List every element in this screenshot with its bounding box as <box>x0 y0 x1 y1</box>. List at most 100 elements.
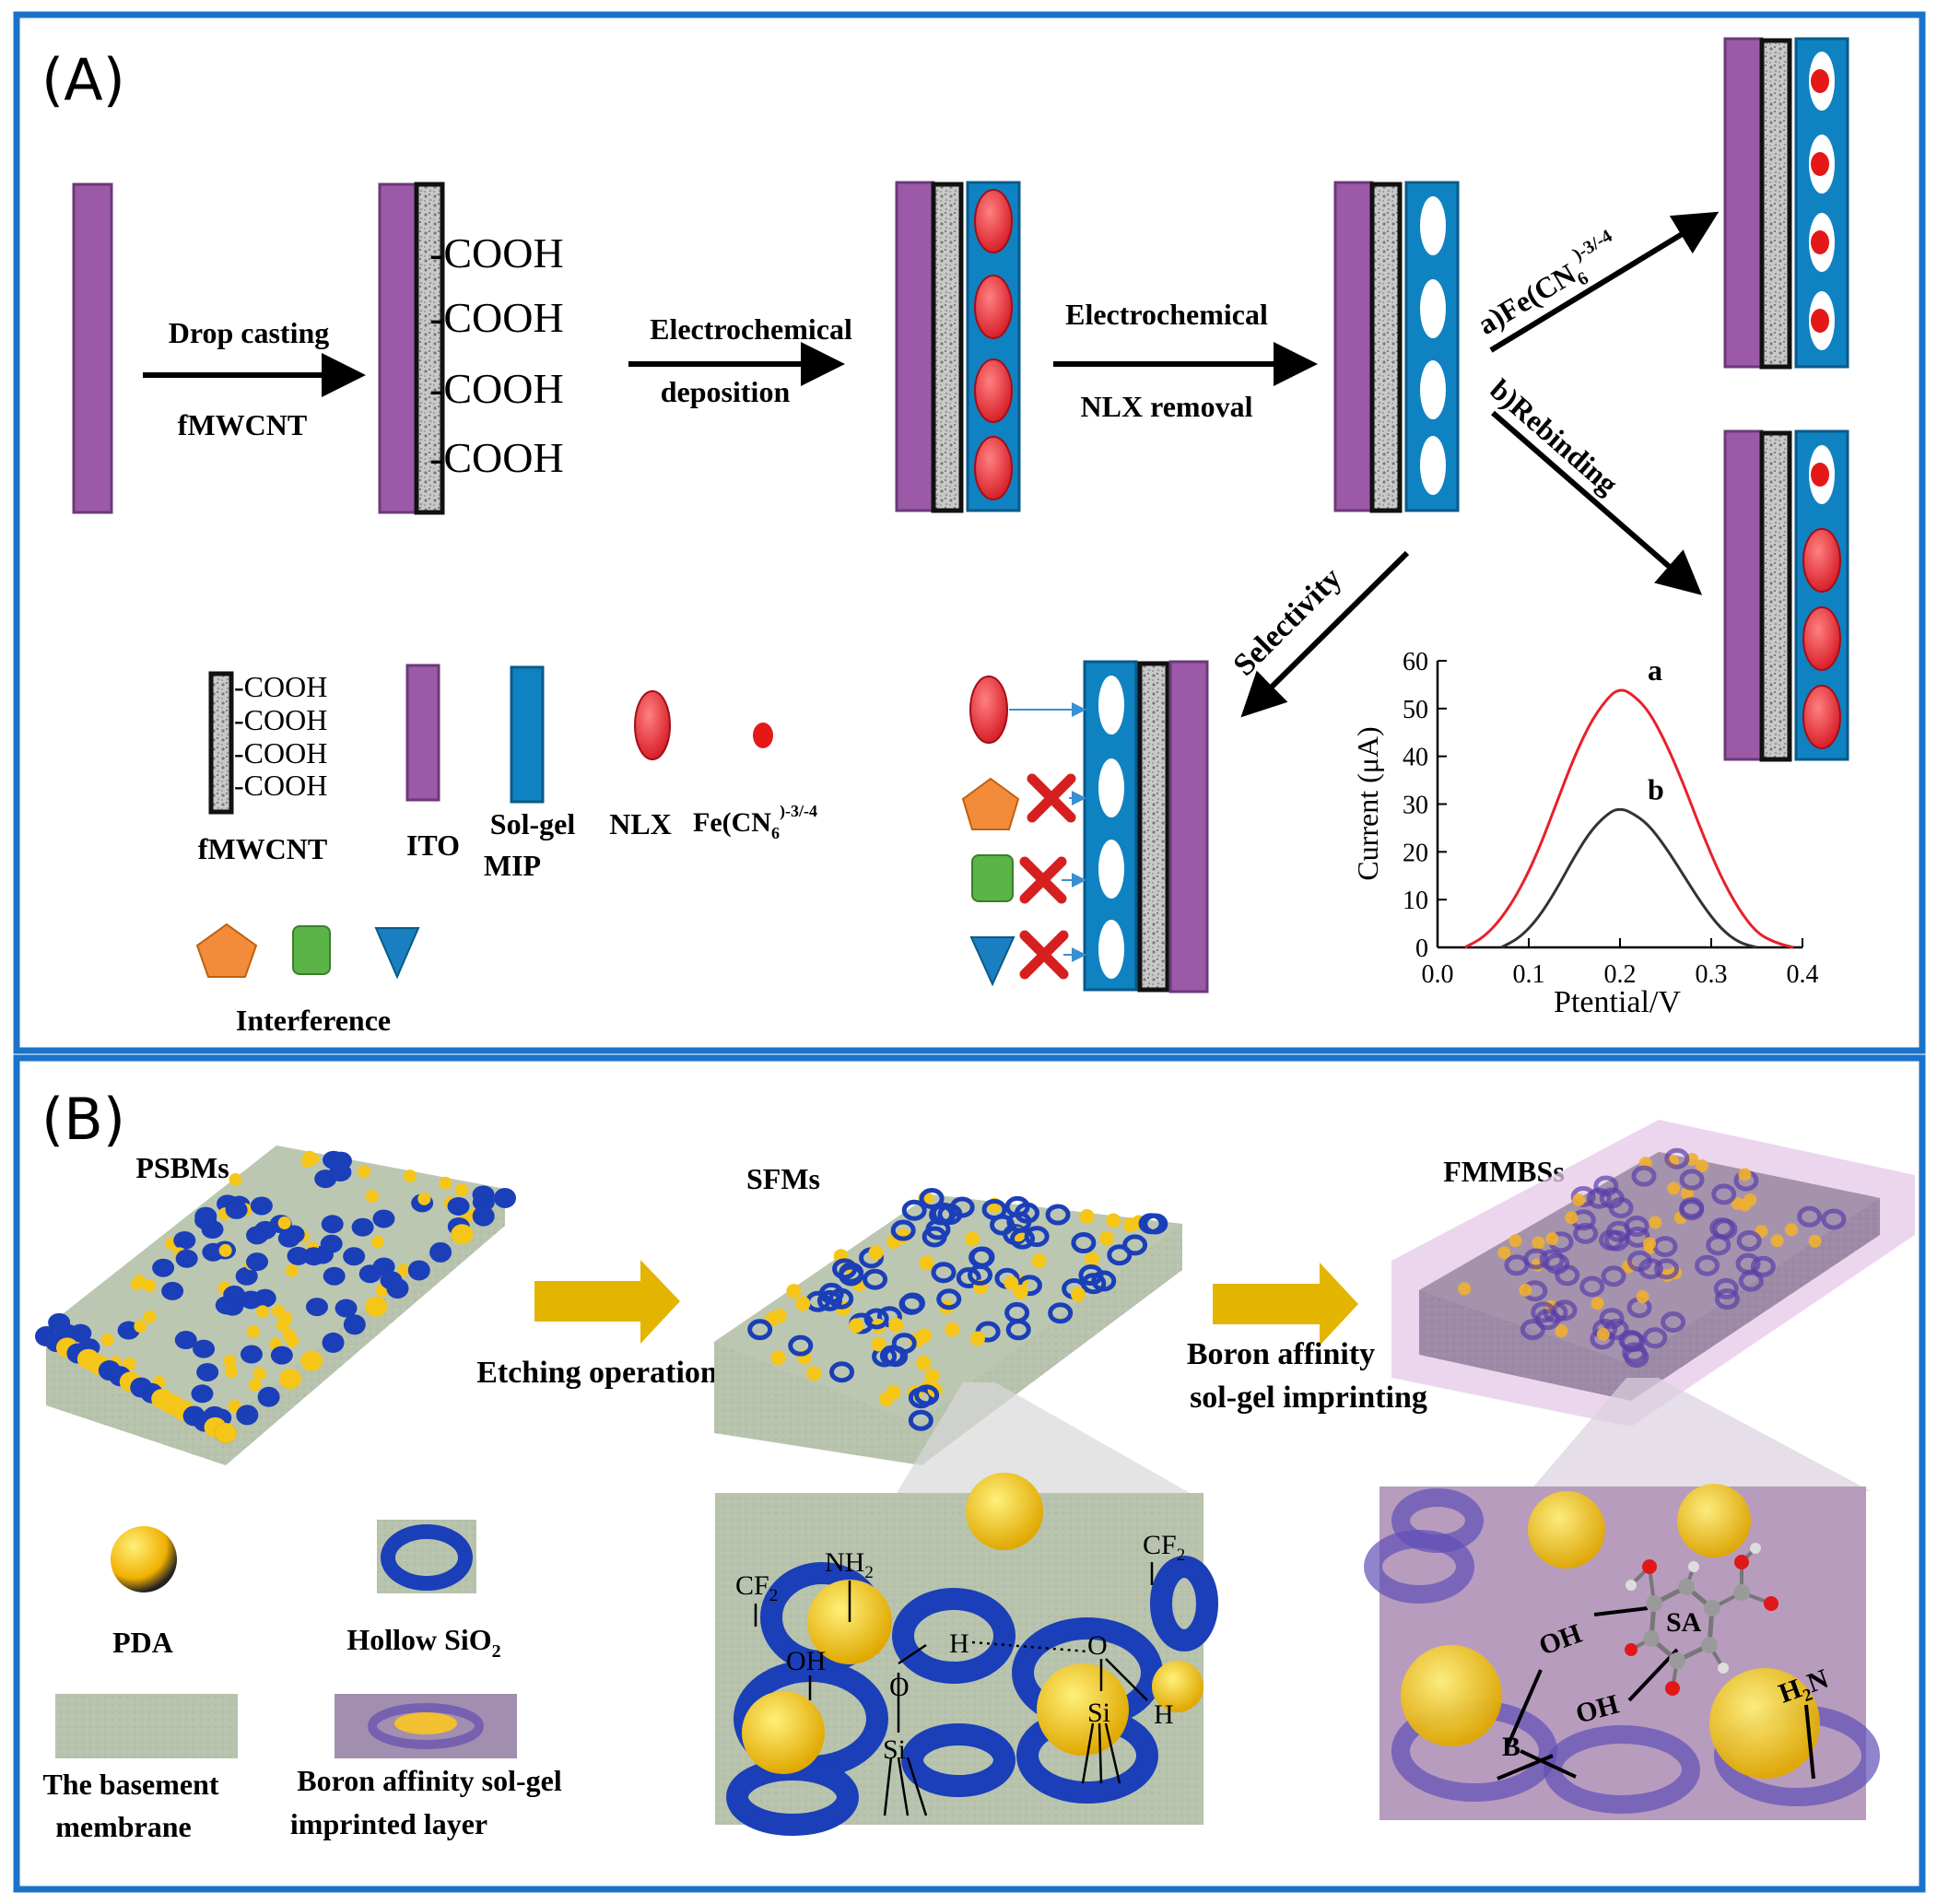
sio2-particle <box>250 1196 273 1216</box>
sfms-label: SFMs <box>746 1162 820 1195</box>
legend-hollow-swatch <box>377 1520 476 1593</box>
pda-particle <box>1532 1236 1545 1250</box>
etching-arrow-icon <box>534 1260 680 1344</box>
pda-particle <box>277 1216 291 1229</box>
legend-basement-label-1: The basement <box>42 1768 218 1801</box>
triangle-interferent <box>969 936 1015 987</box>
cavity-sel-2 <box>1098 758 1124 817</box>
arrow-branch-a <box>1489 211 1720 353</box>
pda-sphere <box>1152 1661 1203 1712</box>
sio2-particle <box>472 1193 495 1212</box>
cavity-sel-3 <box>1098 840 1124 899</box>
sio2-particle <box>277 1228 300 1248</box>
pda-particle <box>248 1378 262 1392</box>
imprinted-cavity <box>1661 1311 1686 1334</box>
cavity-2 <box>1420 279 1446 338</box>
hollow-sio2-particle <box>816 1289 842 1311</box>
sa-atom <box>1669 1652 1685 1669</box>
rim-particle <box>215 1423 237 1443</box>
chart-y-label: Current (μA) <box>1351 726 1384 880</box>
pda-particle <box>1565 1211 1579 1225</box>
rim-particle <box>407 1260 430 1281</box>
sio2-particle <box>215 1296 238 1315</box>
pda-particle <box>1770 1234 1784 1248</box>
cavity-sel-4 <box>1098 920 1124 979</box>
cooh-2: -COOH <box>429 294 564 341</box>
legend-fecn-sup: )-3/-4 <box>780 802 817 821</box>
pda-particle <box>123 1357 136 1370</box>
legend-cooh-4: -COOH <box>234 769 327 802</box>
bond-line <box>1505 1669 1543 1749</box>
bond-line <box>1804 1704 1815 1780</box>
ito-electrode-2 <box>378 182 418 514</box>
pda-particle <box>1738 1198 1752 1212</box>
x-tick-label: 0.0 <box>1422 960 1454 989</box>
pda-particle <box>370 1235 384 1249</box>
bond-line <box>883 1757 893 1816</box>
pda-sphere <box>742 1691 825 1774</box>
hollow-sio2-particle <box>925 1218 951 1240</box>
series-label-b: b <box>1648 773 1664 806</box>
series-line-b <box>1500 807 1757 949</box>
hollow-sio2-ring <box>1150 1556 1218 1651</box>
sio2-particle <box>305 1298 328 1317</box>
pda-particle <box>218 1243 232 1257</box>
nlx-templates <box>974 189 1013 500</box>
legend-hollow-label: Hollow SiO2 <box>346 1623 500 1662</box>
rim-particle <box>278 1369 301 1390</box>
imprinted-cavity <box>1821 1208 1847 1230</box>
bond-line <box>1081 1722 1095 1784</box>
pentagon-interferent <box>961 777 1020 830</box>
legend-ito-swatch <box>405 664 440 802</box>
pda-particle <box>770 1350 786 1366</box>
legend-fecn-swatch <box>753 723 773 748</box>
zoom2-beam <box>1530 1378 1871 1491</box>
pda-particle <box>285 1263 299 1277</box>
legend-cooh-1: -COOH <box>234 670 327 703</box>
zoom1-bonds <box>754 1562 1154 1816</box>
imprinted-cavity <box>1539 1249 1565 1271</box>
nh2-label: NH2 <box>825 1547 874 1582</box>
hollow-sio2-particle <box>788 1334 814 1357</box>
pda-particle <box>1497 1246 1511 1260</box>
hollow-sio2-particle <box>1143 1213 1168 1235</box>
cavities-4 <box>1420 196 1446 495</box>
bond-line <box>1497 1754 1554 1781</box>
bond-line <box>1520 1749 1577 1779</box>
cross-icon <box>1019 856 1067 904</box>
pda-particle <box>1667 1181 1681 1195</box>
ito-electrode-sel <box>1168 660 1209 993</box>
sio2-particle <box>287 1246 310 1265</box>
x-tick-label: 0.3 <box>1696 960 1728 989</box>
pda-particle <box>1004 1275 1019 1291</box>
hollow-sio2-particle <box>1081 1273 1107 1295</box>
imprinted-cavity <box>1679 1199 1705 1221</box>
sio2-particle <box>246 1252 269 1272</box>
imprinted-cavity <box>1586 1187 1612 1209</box>
imprinted-cavity-ring <box>1544 1725 1700 1814</box>
legend-triangle <box>374 927 420 980</box>
sio2-particle <box>152 1258 175 1277</box>
pda-particle <box>795 1296 811 1311</box>
pda-particle <box>228 1400 241 1414</box>
cross-icon <box>1027 773 1076 823</box>
legend-basement-swatch <box>55 1694 238 1758</box>
cavity-sel-1 <box>1098 676 1124 735</box>
sa-atom <box>1704 1600 1720 1616</box>
rim-particle <box>257 1386 280 1407</box>
o-label-1: O <box>889 1672 910 1702</box>
pda-particle <box>134 1320 147 1334</box>
sio2-particle <box>240 1290 263 1310</box>
rim-particle <box>322 1332 345 1353</box>
pda-particle <box>1458 1282 1472 1296</box>
fmwcnt-layer-sel <box>1137 661 1170 993</box>
ito-electrode-3 <box>895 181 935 512</box>
imprinted-cavity <box>1797 1205 1823 1228</box>
hollow-sio2-particle <box>747 1319 773 1341</box>
hollow-sio2-particle <box>1122 1234 1148 1256</box>
pda-particle <box>229 1172 242 1186</box>
pda-particle <box>143 1279 157 1293</box>
legend-cooh-2: -COOH <box>234 703 327 736</box>
pda-particle <box>455 1183 469 1197</box>
